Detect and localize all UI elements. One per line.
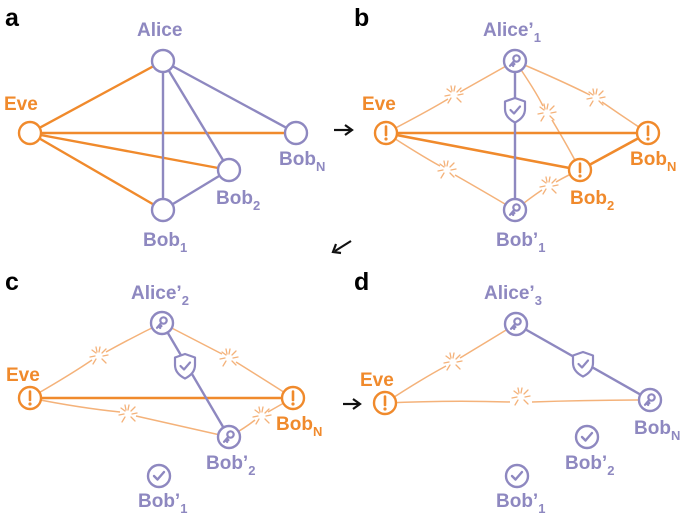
break-burst [219,348,239,367]
exclamation-icon [382,395,388,412]
panel-a-edges [29,59,297,212]
label-bobN: BobN [276,414,322,439]
label-bob1: Bob’1 [138,491,187,516]
panel-a: a Alice Eve BobN Bob2 Bob1 [4,4,325,255]
label-bob1: Bob’1 [496,491,545,516]
label-eve: Eve [6,365,40,386]
node-bob1 [150,197,176,223]
label-eve: Eve [4,94,38,115]
break-burst [89,346,109,365]
exclamation-icon [645,125,651,142]
label-bobN: BobN [279,149,325,174]
break-burst [539,176,559,195]
edge-alice-bobN [162,59,297,135]
break-burst [443,352,463,371]
node-alice [150,48,176,74]
break-burst [437,160,457,179]
break-burst [252,406,272,425]
label-alice: Alice’3 [484,283,542,308]
edge-eve-bobN-broken-1 [384,400,511,404]
label-alice: Alice [137,20,182,41]
exclamation-icon [27,390,33,407]
label-bob2: Bob2 [570,188,614,213]
label-bob2: Bob2 [216,188,260,213]
panel-c: c [5,268,322,516]
edge-eve-bob2 [385,131,581,172]
break-burst [444,85,464,104]
edge-eve-bob2 [29,131,230,172]
exclamation-icon [383,125,389,142]
panel-c-nodes [17,310,306,489]
label-alice: Alice’2 [131,283,189,308]
panel-label-c: c [5,268,19,296]
shield-check-icon [571,350,595,378]
arrow-a-to-b [334,124,354,136]
arrow-b-to-c [331,240,352,255]
panel-label-d: d [354,268,369,296]
edge-bob2-bobN [579,131,649,172]
node-bobN [283,120,309,146]
panel-d-nodes [372,311,663,489]
panel-label-a: a [5,4,20,32]
edge-eve-bobN-broken-2 [531,399,651,403]
panel-b-nodes [373,48,661,223]
panel-d-bursts [443,352,531,406]
exclamation-icon [577,162,583,179]
edge-alice-bob2-secure [160,322,231,438]
node-eve [17,120,43,146]
edge-alice-bob2 [161,60,231,171]
label-eve: Eve [362,94,396,115]
edge-eve-bob2-broken-1 [29,397,121,413]
label-bobN: BobN [634,418,680,443]
label-bob1: Bob’1 [496,230,545,255]
exclamation-icon [290,390,296,407]
label-bobN: BobN [630,149,676,174]
label-bob2: Bob’2 [565,453,614,478]
node-bob2 [216,157,242,183]
shield-check-icon [173,352,197,380]
label-alice: Alice’1 [483,20,541,45]
break-burst [511,387,531,406]
panel-c-edges [29,322,294,438]
panel-d: d Alice’3 Eve Bob [354,268,680,516]
label-bob2: Bob’2 [206,453,255,478]
edge-eve-bob2-broken-2 [135,415,230,438]
break-burst [586,88,606,107]
edge-eve-alice [29,59,164,135]
edge-eve-bob1 [29,131,164,212]
shield-check-icon [503,96,527,124]
break-burst [118,404,138,423]
label-eve: Eve [360,370,394,391]
label-bob1: Bob1 [143,230,187,255]
panel-b: b [354,4,676,255]
break-burst [537,103,557,122]
arrow-c-to-d [343,398,362,410]
panel-b-edges [385,60,649,211]
edge-bob1-bob2 [162,168,230,212]
panel-label-b: b [354,4,369,32]
panel-a-nodes [17,48,309,223]
